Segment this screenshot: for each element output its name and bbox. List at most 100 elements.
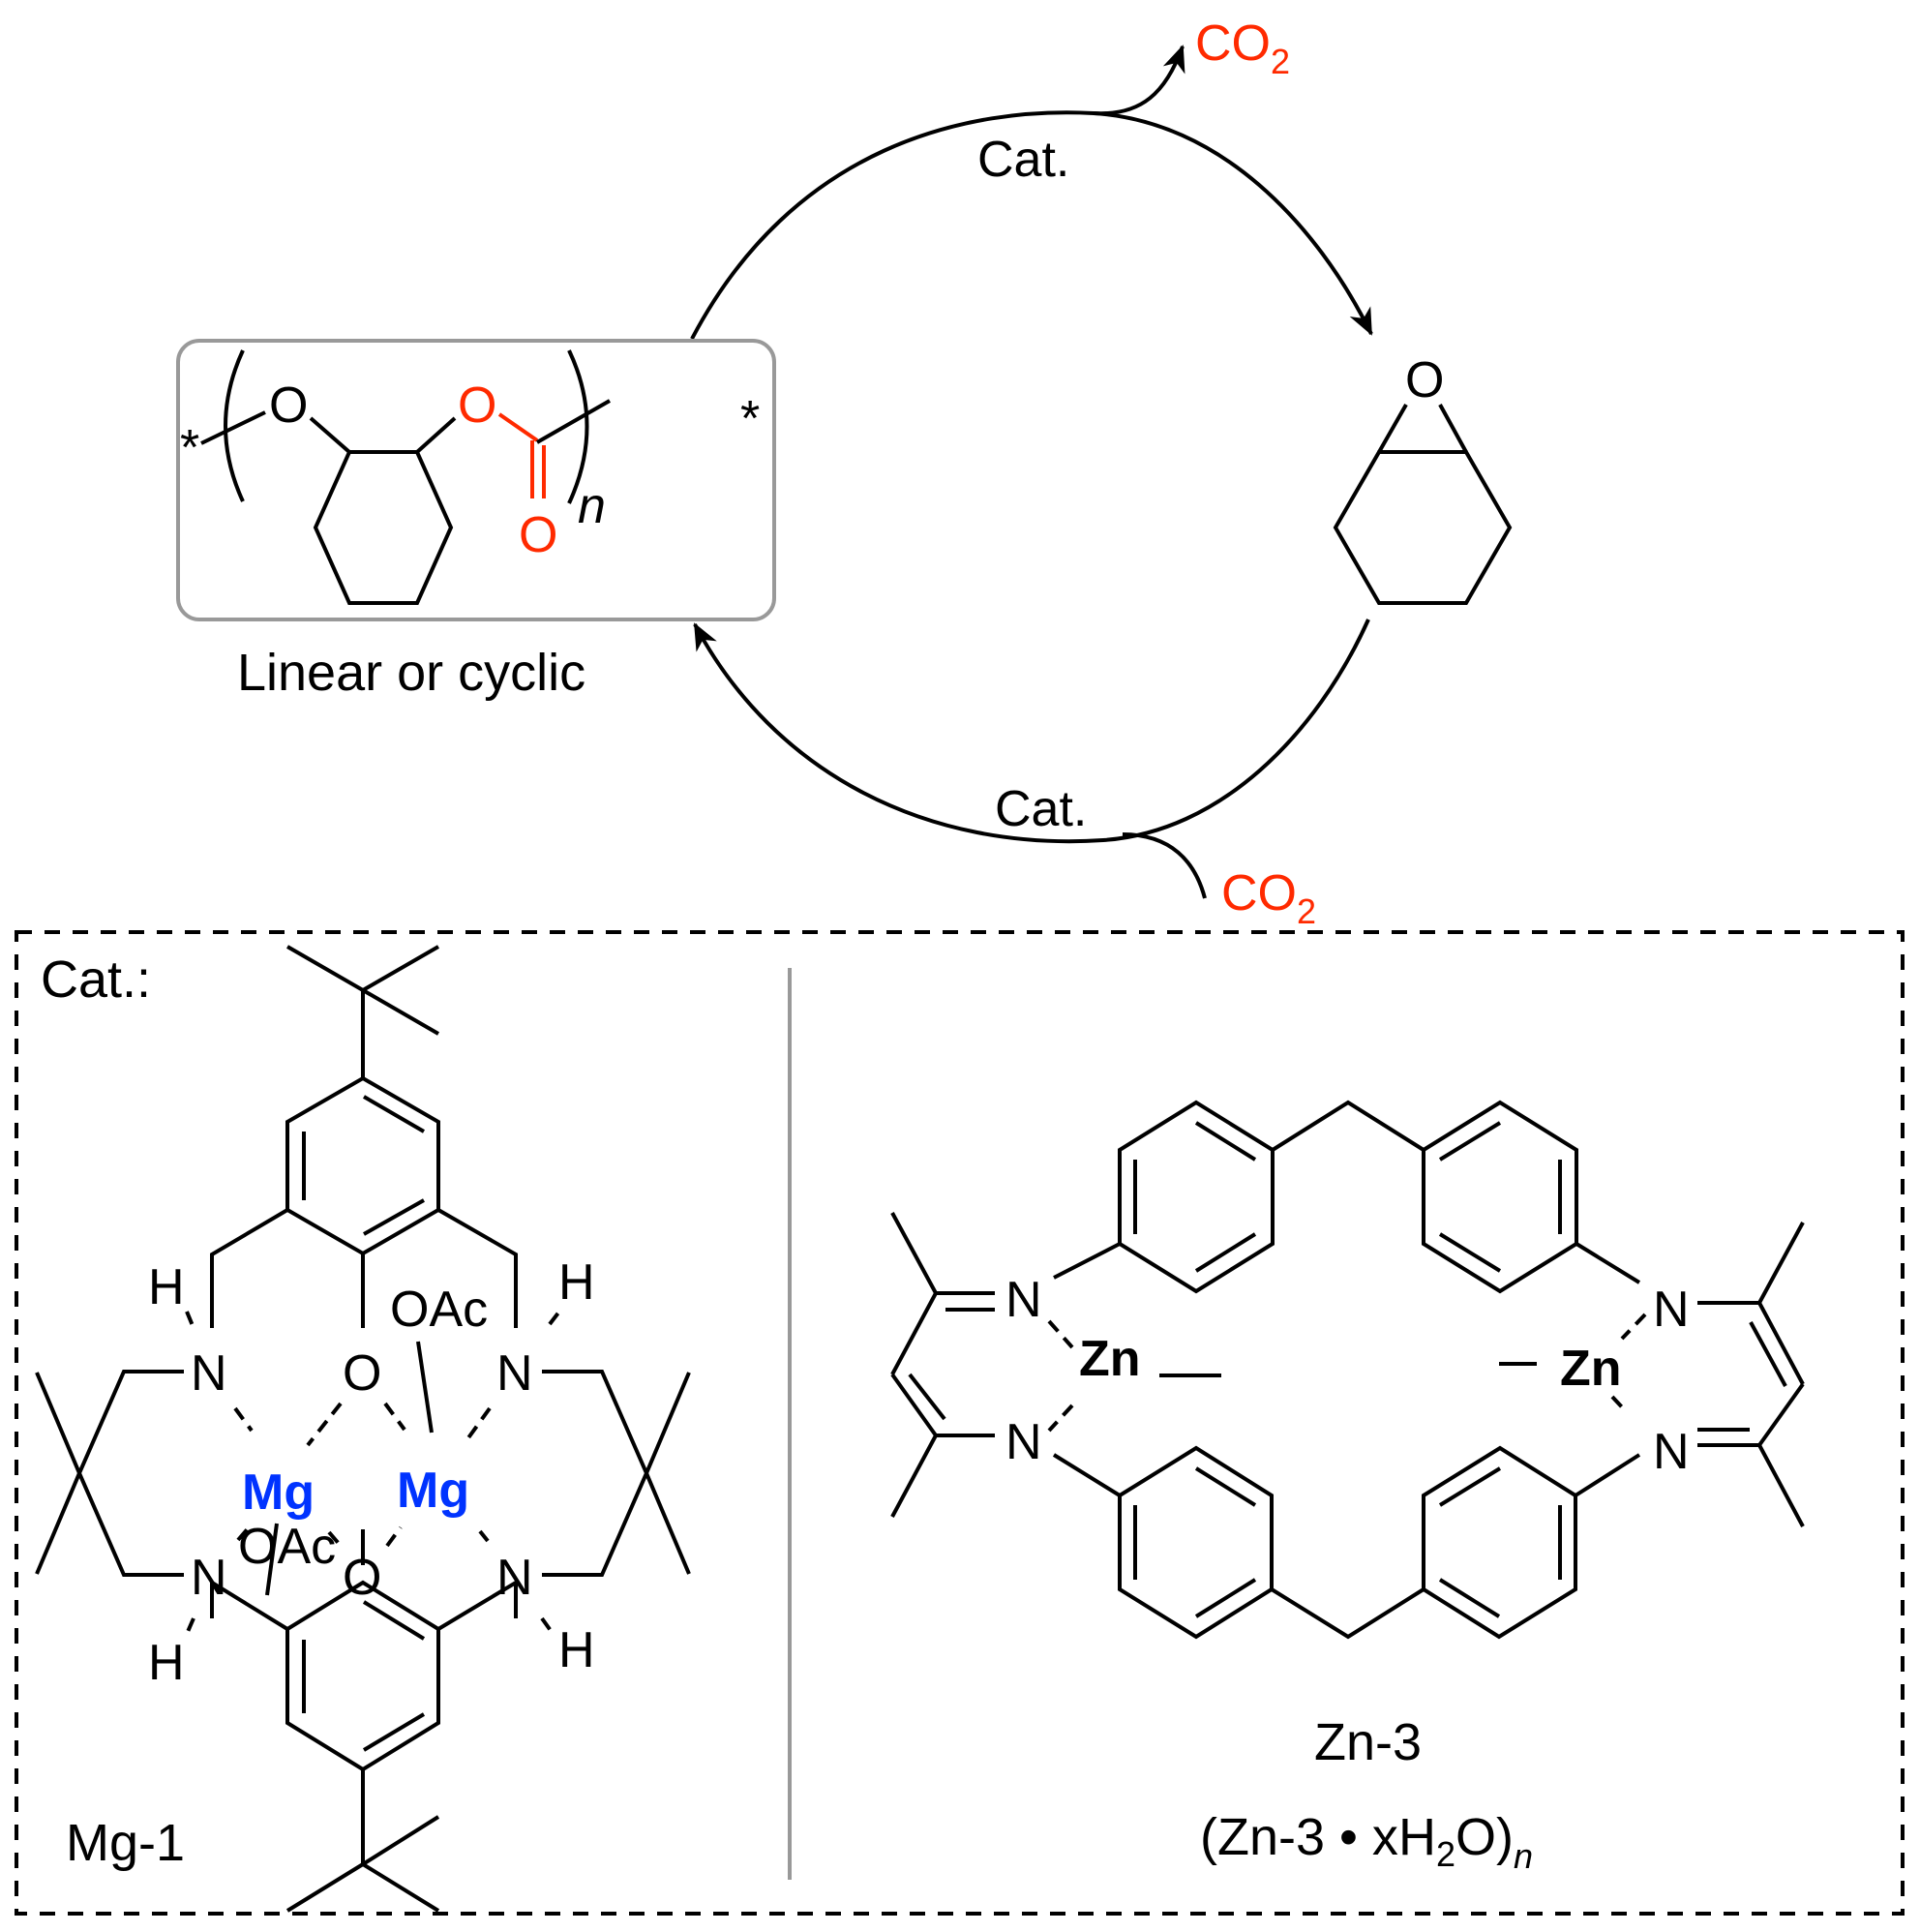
bond xyxy=(436,1579,518,1631)
ether-oxygen: O xyxy=(269,377,308,434)
bottom-phenol-ring xyxy=(285,1580,440,1772)
bond xyxy=(416,1341,434,1434)
mg1-n-lower-right: N xyxy=(496,1550,533,1606)
bond xyxy=(1575,1242,1641,1284)
bond xyxy=(1574,1453,1641,1497)
aryl-ring-top-right xyxy=(1422,1100,1578,1294)
bond xyxy=(362,945,439,992)
bottom-catalyst-label: Cat. xyxy=(995,781,1087,837)
zn3-name: Zn-3 xyxy=(1314,1713,1422,1771)
mg1-o-upper: O xyxy=(343,1345,381,1402)
cyclohexane-ring xyxy=(313,450,454,605)
catalyst-header: Cat.: xyxy=(41,951,151,1009)
bond xyxy=(361,1815,440,1866)
bond xyxy=(645,1372,691,1474)
mg1-oac-lower: OAc xyxy=(238,1519,336,1575)
mg1-h-upper-right: H xyxy=(558,1254,595,1311)
bond xyxy=(1757,1444,1805,1527)
bond xyxy=(76,1370,184,1577)
left-bracket xyxy=(224,349,245,502)
bond xyxy=(236,1524,252,1542)
bond xyxy=(890,1373,938,1437)
bond xyxy=(1438,404,1468,453)
bond xyxy=(1610,1395,1628,1413)
bond xyxy=(1194,1232,1257,1273)
bond xyxy=(385,1525,403,1548)
mg1-n-upper-left: N xyxy=(191,1345,227,1402)
bond xyxy=(890,1212,938,1294)
bond xyxy=(35,1372,81,1474)
epoxide-structure: O xyxy=(1333,352,1513,605)
zn3-n-upper-right: N xyxy=(1653,1282,1690,1338)
co2-release-arrow xyxy=(1093,45,1185,116)
bond xyxy=(1749,1321,1787,1387)
bond xyxy=(1270,1587,1425,1640)
aryl-ring-bottom-right xyxy=(1422,1445,1577,1640)
zn3-metal-right: Zn xyxy=(1560,1341,1622,1397)
bond xyxy=(383,1402,406,1432)
mg1-metal-right: Mg xyxy=(397,1463,469,1519)
mg1-h-lower-left: H xyxy=(148,1635,185,1691)
bond xyxy=(265,1523,279,1596)
bond xyxy=(309,416,351,454)
bond xyxy=(233,1406,254,1433)
carbonyl-oxygen: O xyxy=(519,507,557,563)
bond xyxy=(185,1311,195,1329)
bond xyxy=(35,1472,81,1575)
repeat-subscript: n xyxy=(578,478,606,534)
zn3-hydrate-formula: (Zn-3 • xH2O)n xyxy=(1200,1808,1533,1876)
bond xyxy=(1271,1100,1425,1152)
ester-oxygen: O xyxy=(458,377,496,434)
bond xyxy=(1620,1313,1647,1341)
bond xyxy=(540,1616,554,1634)
mg1-metal-left: Mg xyxy=(242,1464,315,1521)
bond xyxy=(1377,404,1408,453)
mg1-n-lower-left: N xyxy=(191,1550,227,1606)
released-co2: CO2 xyxy=(1195,15,1290,81)
zn3-structure: N N N N Zn Zn Zn-3 (Zn-3 • xH2O)n xyxy=(890,1100,1805,1876)
catalyst-box xyxy=(15,930,1905,1916)
mg1-h-lower-right: H xyxy=(558,1622,595,1678)
bond xyxy=(1757,1222,1805,1304)
mg1-name: Mg-1 xyxy=(66,1814,185,1872)
bond xyxy=(497,412,539,442)
bond xyxy=(362,1095,426,1133)
bond xyxy=(542,1370,649,1577)
left-end-star: * xyxy=(180,420,199,476)
bond xyxy=(536,399,611,444)
bond xyxy=(362,988,439,1036)
top-phenol-ring xyxy=(285,1075,440,1256)
bond xyxy=(908,1373,946,1421)
co2-uptake-arrow xyxy=(1122,832,1207,899)
mg1-oac-upper: OAc xyxy=(390,1282,488,1338)
bond xyxy=(1194,1121,1257,1162)
bond xyxy=(1757,1302,1805,1385)
polymer-caption: Linear or cyclic xyxy=(237,644,585,702)
zn3-n-lower-left: N xyxy=(1005,1414,1042,1470)
bond xyxy=(285,1862,365,1913)
bond xyxy=(327,1530,343,1548)
mg1-h-upper-left: H xyxy=(148,1259,185,1315)
bond xyxy=(478,1529,490,1543)
bond xyxy=(200,410,266,445)
bond xyxy=(286,945,364,992)
bond xyxy=(306,1402,343,1447)
polymer-box xyxy=(176,339,776,621)
top-catalyst-label: Cat. xyxy=(977,132,1069,188)
bond xyxy=(645,1472,691,1575)
bond xyxy=(361,1862,440,1913)
bond xyxy=(1194,1578,1257,1618)
zn3-n-upper-left: N xyxy=(1005,1272,1042,1328)
bond xyxy=(1438,1578,1501,1618)
bond xyxy=(890,1292,938,1375)
bottom-arc-arrow xyxy=(693,619,1370,844)
bond xyxy=(1438,1121,1502,1162)
cycle: Cat. Cat. CO2 CO2 xyxy=(690,15,1373,931)
bond xyxy=(1194,1466,1257,1507)
bond xyxy=(415,416,457,454)
bond xyxy=(1047,1404,1074,1433)
bond xyxy=(1053,1242,1121,1280)
epoxide-ring xyxy=(1333,450,1513,605)
bond xyxy=(363,1198,425,1236)
